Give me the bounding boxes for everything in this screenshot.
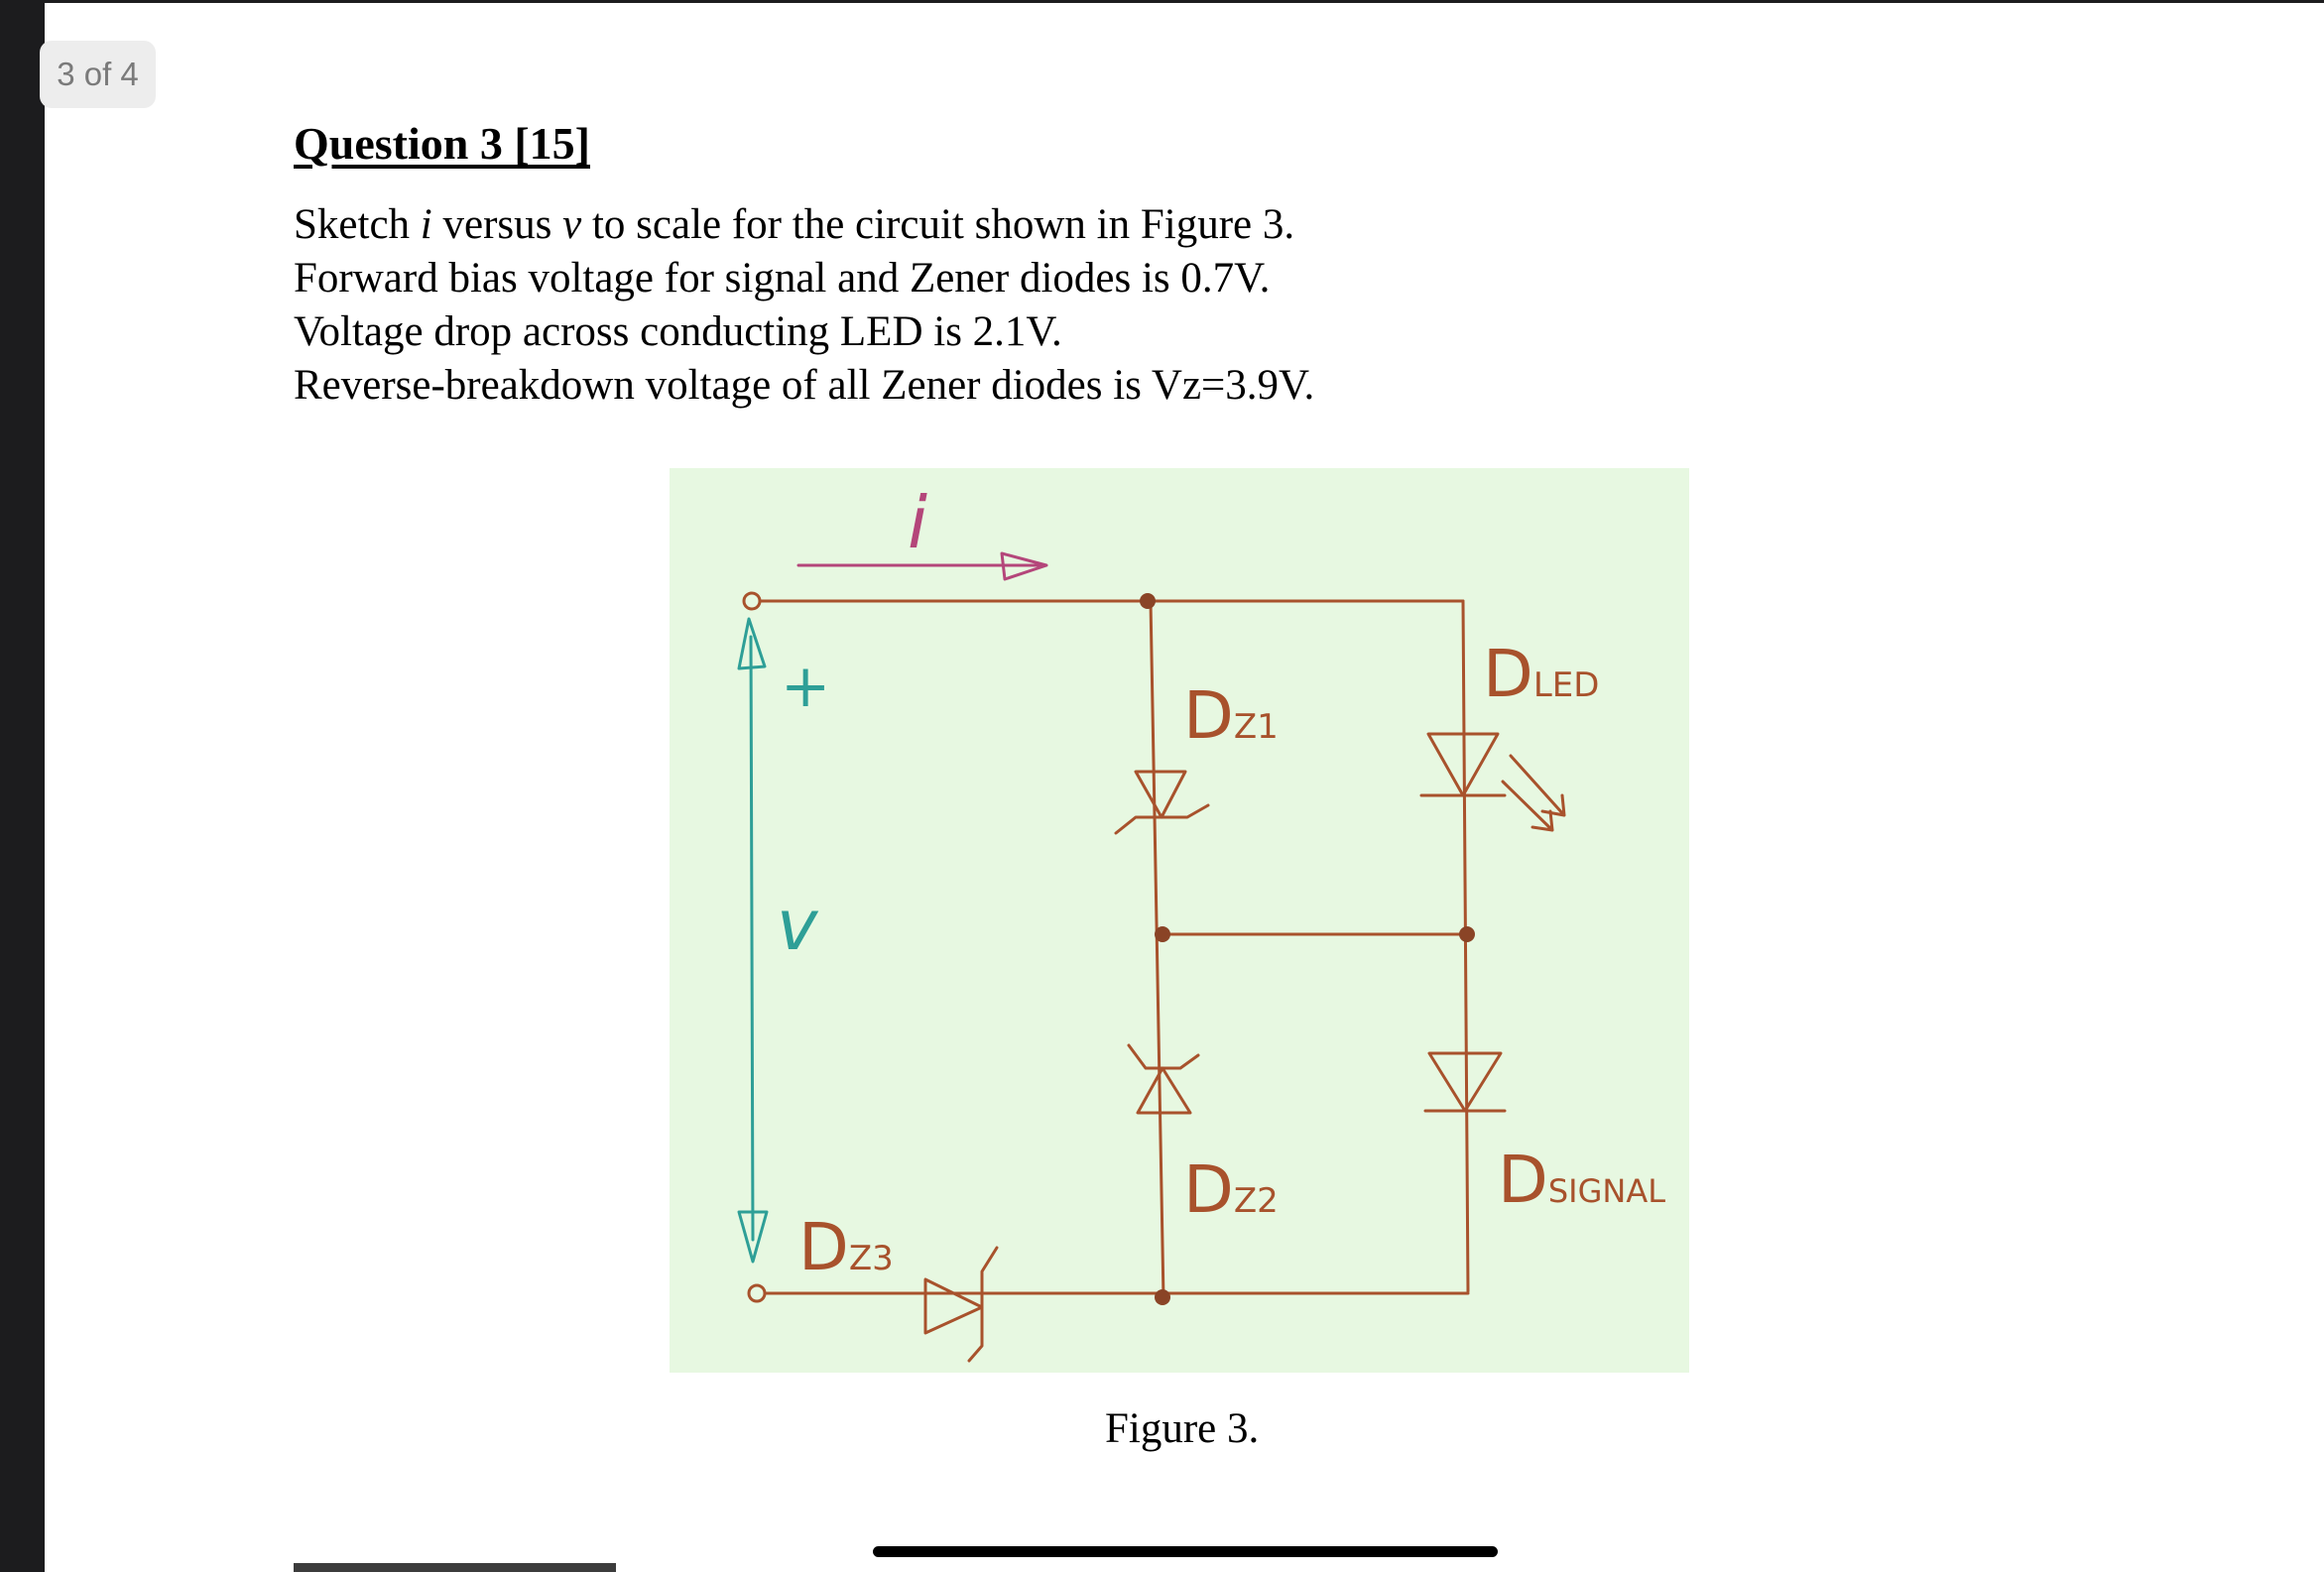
current-arrow xyxy=(796,551,1048,581)
circuit-diagram: i + v DZ1 DLED DZ2 DSIGNAL DZ3 xyxy=(737,481,1665,1363)
next-question-peek xyxy=(294,1557,616,1572)
page-indicator: 3 of 4 xyxy=(40,41,156,108)
window-top-border xyxy=(0,0,2324,3)
dz2-zener-diode xyxy=(1127,1043,1200,1115)
voltage-label: v xyxy=(777,885,819,966)
middle-branch-wire xyxy=(1149,599,1165,1301)
junction-dot xyxy=(1155,926,1170,942)
figure-caption: Figure 3. xyxy=(1105,1405,1260,1452)
terminal-top xyxy=(742,591,762,611)
junction-dot xyxy=(1140,593,1156,609)
question-line-2: Forward bias voltage for signal and Zene… xyxy=(294,255,1271,302)
terminal-bottom xyxy=(747,1283,767,1303)
dz1-zener-diode xyxy=(1114,770,1210,835)
question-line-1: Sketch i versus v to scale for the circu… xyxy=(294,201,1295,248)
current-label: i xyxy=(908,481,927,564)
next-question-title-cut xyxy=(294,1563,616,1572)
plus-label: + xyxy=(781,652,830,721)
question-line-3: Voltage drop across conducting LED is 2.… xyxy=(294,308,1062,355)
junction-dot xyxy=(1155,1289,1170,1305)
right-branch-wire xyxy=(1461,599,1470,1293)
question-body: Sketch i versus v to scale for the circu… xyxy=(294,198,1314,413)
dz3-label: DZ3 xyxy=(798,1209,894,1285)
dled-label: DLED xyxy=(1483,636,1599,712)
circuit-figure: i + v DZ1 DLED DZ2 DSIGNAL DZ3 xyxy=(670,468,1689,1373)
question-line-4: Reverse-breakdown voltage of all Zener d… xyxy=(294,362,1315,409)
dz3-zener-diode xyxy=(923,1246,999,1363)
dz2-label: DZ2 xyxy=(1183,1151,1279,1228)
dz1-label: DZ1 xyxy=(1183,677,1279,754)
voltage-arrow xyxy=(737,617,769,1264)
led-light-arrows xyxy=(1501,754,1566,832)
question-title: Question 3 [15] xyxy=(294,118,590,169)
dsignal-diode xyxy=(1423,1051,1507,1113)
dled-diode xyxy=(1419,732,1507,797)
dsignal-label: DSIGNAL xyxy=(1498,1142,1665,1218)
viewer-left-gutter xyxy=(0,0,45,1572)
scroll-indicator[interactable] xyxy=(873,1546,1498,1557)
junction-dot xyxy=(1459,926,1475,942)
